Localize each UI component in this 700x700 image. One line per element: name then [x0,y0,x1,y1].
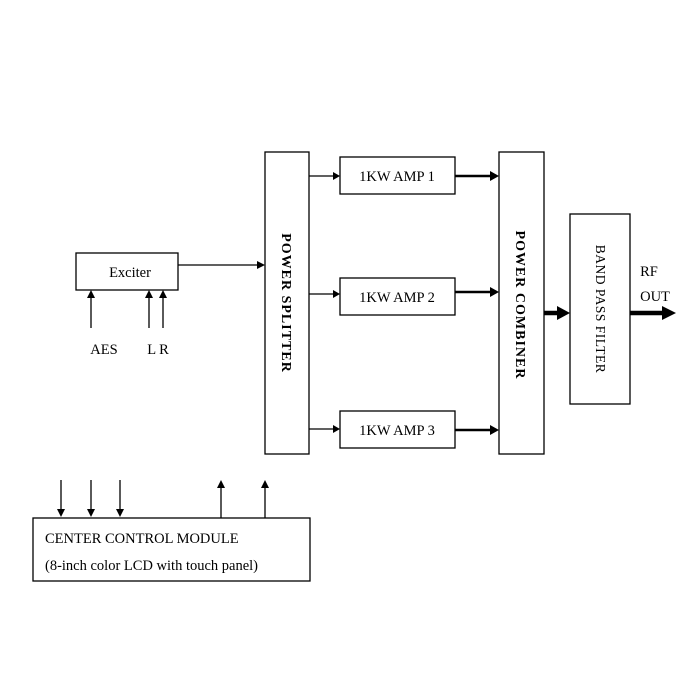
amp-2-label: 1KW AMP 2 [359,290,435,306]
splitter-to-amp-arrows [309,172,340,433]
power-splitter-label: POWER SPLITTER [278,233,293,373]
lr-input-label: L R [147,342,169,358]
exciter-label: Exciter [109,265,151,281]
power-splitter-block: POWER SPLITTER [264,151,310,455]
power-combiner-label: POWER COMBINER [512,231,527,380]
exciter-to-splitter-arrow [178,261,265,269]
amp-1-label: 1KW AMP 1 [359,169,435,185]
rf-output-label-line2: OUT [640,289,670,305]
amp-1-block: 1KW AMP 1 [339,156,456,195]
amp-3-label: 1KW AMP 3 [359,423,435,439]
amp-2-block: 1KW AMP 2 [339,277,456,316]
center-control-module-block: CENTER CONTROL MODULE (8-inch color LCD … [32,517,311,582]
exciter-input-arrows [87,290,167,328]
band-pass-filter-block: BAND PASS FILTER [569,213,631,405]
control-module-output-arrows [217,480,269,518]
control-module-title: CENTER CONTROL MODULE [45,531,239,547]
rf-output-arrow [630,306,676,320]
rf-output-label-line1: RF [640,264,658,280]
combiner-to-filter-arrow [544,306,570,320]
aes-input-label: AES [90,342,117,358]
control-module-input-arrows [57,480,124,517]
band-pass-filter-label: BAND PASS FILTER [593,245,608,374]
amp-to-combiner-arrows [455,171,499,435]
power-combiner-block: POWER COMBINER [498,151,545,455]
control-module-subtitle: (8-inch color LCD with touch panel) [45,558,258,574]
exciter-block: Exciter [75,252,179,291]
amp-3-block: 1KW AMP 3 [339,410,456,449]
